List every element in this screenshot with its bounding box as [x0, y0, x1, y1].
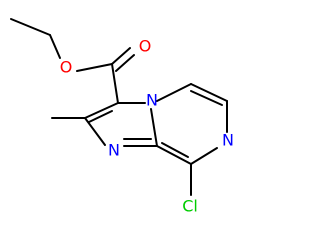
atom-o-carbonyl: O	[139, 37, 152, 56]
bond-c8a-n-bridge	[150, 108, 158, 147]
bond-n7-c8	[190, 147, 218, 165]
bond-c3-c2-outer	[84, 102, 119, 119]
bond-ethyl-ch2-o	[49, 34, 61, 59]
molecule-structure: O O N N N Cl	[10, 18, 234, 216]
atom-n-imidazole: N	[108, 141, 120, 160]
atom-n-bridge: N	[146, 91, 158, 110]
bond-c5-c6-outer	[190, 83, 228, 102]
bond-c3-c2-inner	[88, 110, 113, 123]
bond-ethyl-ch3-ch2	[10, 18, 51, 36]
bond-c2-n-imidazole	[84, 117, 106, 146]
bond-carbonyl-double-1	[111, 47, 131, 65]
bond-carbonyl-double-2	[115, 54, 135, 72]
bond-carbonyl-to-ring	[111, 63, 119, 104]
atom-chlorine: Cl	[182, 197, 198, 216]
atom-o-ether: O	[60, 58, 73, 77]
bond-c8-c8a-outer	[156, 145, 192, 165]
bond-c5-c6-inner	[190, 90, 223, 106]
bond-n-bridge-c5	[156, 83, 192, 102]
bond-o-carbonyl-carbon	[76, 63, 113, 72]
atom-n-pyrazine: N	[222, 131, 234, 150]
bond-c8-c8a-inner	[161, 142, 189, 158]
structure-canvas: O O N N N Cl	[10, 18, 234, 216]
